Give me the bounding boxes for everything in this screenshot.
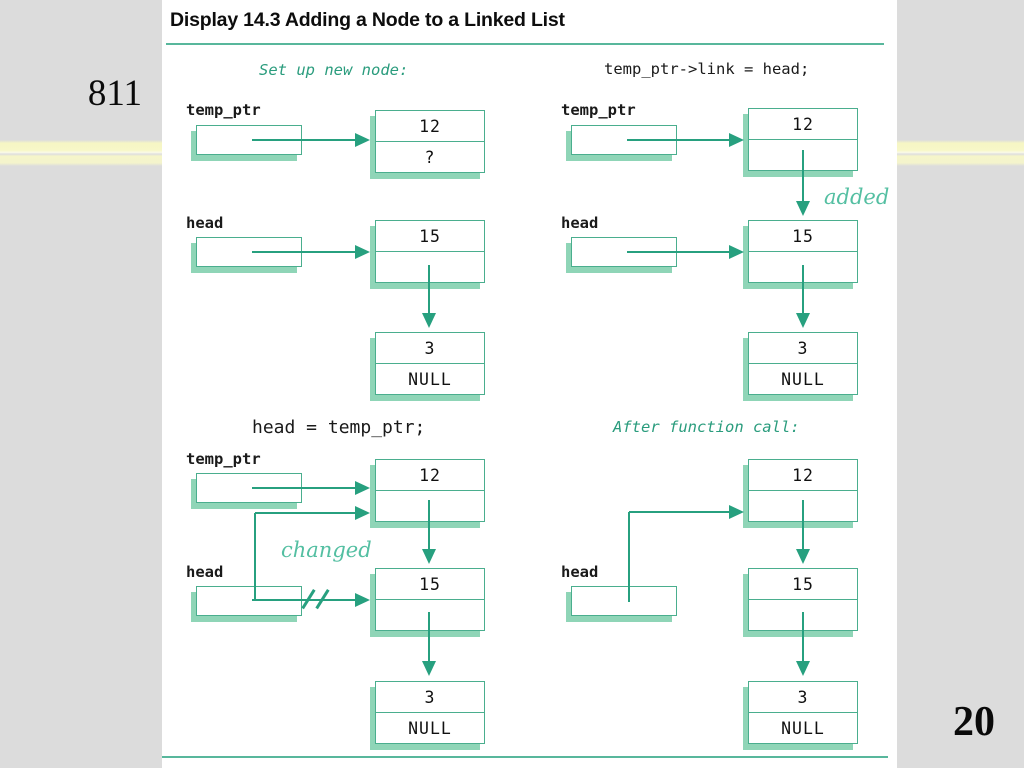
link-arrow	[795, 500, 810, 564]
caption-set-up-new-node: Set up new node:	[259, 61, 409, 79]
textbook-page-number: 811	[87, 73, 142, 114]
node-3-null: 3 NULL	[375, 681, 485, 744]
node-link-cell: NULL	[781, 369, 825, 389]
pointer-arrow	[252, 481, 370, 495]
new-head-pointer-arrow	[255, 506, 370, 520]
node-link-cell: NULL	[408, 369, 452, 389]
pointer-arrow	[252, 133, 370, 147]
pointer-arrow	[627, 245, 744, 259]
head-pointer-line	[628, 512, 630, 602]
link-arrow	[795, 265, 810, 328]
node-link-cell	[376, 252, 484, 282]
changed-annotation: changed	[281, 538, 372, 562]
node-data-cell: 12	[749, 109, 857, 140]
link-arrow	[421, 612, 436, 676]
node-12: 12 ?	[375, 110, 485, 173]
bottom-rule	[162, 756, 888, 758]
node-3-null: 3 NULL	[748, 681, 858, 744]
node-data-cell: 3	[376, 333, 484, 364]
figure-title: Display 14.3 Adding a Node to a Linked L…	[170, 9, 565, 31]
node-data-cell: 12	[749, 460, 857, 491]
head-pointer-arrow	[629, 505, 744, 519]
node-15: 15	[375, 568, 485, 631]
node-data-cell: 3	[749, 333, 857, 364]
node-data-cell: 3	[749, 682, 857, 713]
pointer-arrow	[627, 133, 744, 147]
node-link-cell: NULL	[781, 718, 825, 738]
temp-ptr-label: temp_ptr	[561, 101, 636, 119]
caption-after-function-call: After function call:	[613, 418, 800, 436]
head-pointer-box	[196, 586, 302, 616]
head-label: head	[186, 563, 224, 581]
head-pointer-box	[571, 586, 677, 616]
caption-head-equals-temp-ptr: head = temp_ptr;	[252, 417, 426, 438]
node-link-cell	[376, 600, 484, 630]
node-data-cell: 12	[376, 460, 484, 491]
head-label: head	[561, 214, 599, 232]
node-data-cell: 15	[749, 569, 857, 600]
added-link-arrow	[795, 150, 810, 216]
node-data-cell: 15	[376, 569, 484, 600]
node-link-cell: ?	[424, 147, 436, 167]
node-3-null: 3 NULL	[748, 332, 858, 395]
node-data-cell: 3	[376, 682, 484, 713]
caption-temp-ptr-link-head: temp_ptr->link = head;	[604, 60, 810, 78]
temp-ptr-label: temp_ptr	[186, 101, 261, 119]
link-arrow	[421, 265, 436, 328]
link-arrow	[421, 500, 436, 564]
node-link-cell	[376, 491, 484, 521]
node-data-cell: 12	[376, 111, 484, 142]
pointer-arrow	[252, 245, 370, 259]
top-rule	[166, 43, 884, 45]
node-15: 15	[375, 220, 485, 283]
node-data-cell: 15	[749, 221, 857, 252]
old-pointer-arrow	[252, 593, 370, 607]
node-data-cell: 15	[376, 221, 484, 252]
head-label: head	[186, 214, 224, 232]
slide-number: 20	[953, 699, 995, 745]
head-label: head	[561, 563, 599, 581]
added-annotation: added	[824, 185, 890, 209]
node-link-cell: NULL	[408, 718, 452, 738]
node-12: 12	[375, 459, 485, 522]
node-3-null: 3 NULL	[375, 332, 485, 395]
link-arrow	[795, 612, 810, 676]
temp-ptr-label: temp_ptr	[186, 450, 261, 468]
new-head-pointer-line	[254, 513, 256, 601]
